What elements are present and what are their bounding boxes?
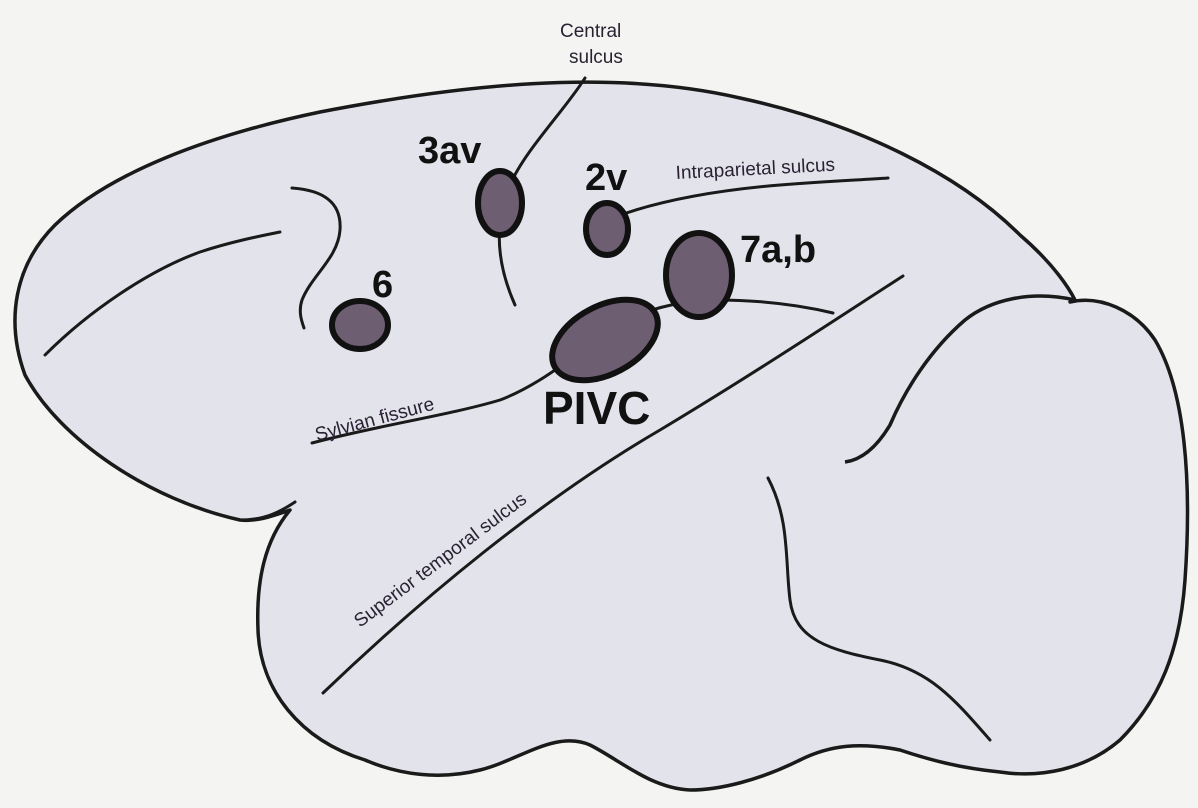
area-7ab bbox=[666, 233, 732, 317]
label-pivc: PIVC bbox=[543, 382, 650, 434]
area-3av bbox=[478, 171, 522, 235]
label-2v: 2v bbox=[585, 157, 627, 199]
label-central-sulcus-line1: Central bbox=[560, 21, 621, 42]
label-7ab: 7a,b bbox=[740, 229, 816, 271]
label-6: 6 bbox=[372, 264, 393, 306]
area-2v bbox=[586, 203, 628, 255]
area-6 bbox=[332, 301, 388, 349]
label-central-sulcus-line2: sulcus bbox=[569, 47, 623, 68]
label-3av: 3av bbox=[418, 130, 481, 172]
